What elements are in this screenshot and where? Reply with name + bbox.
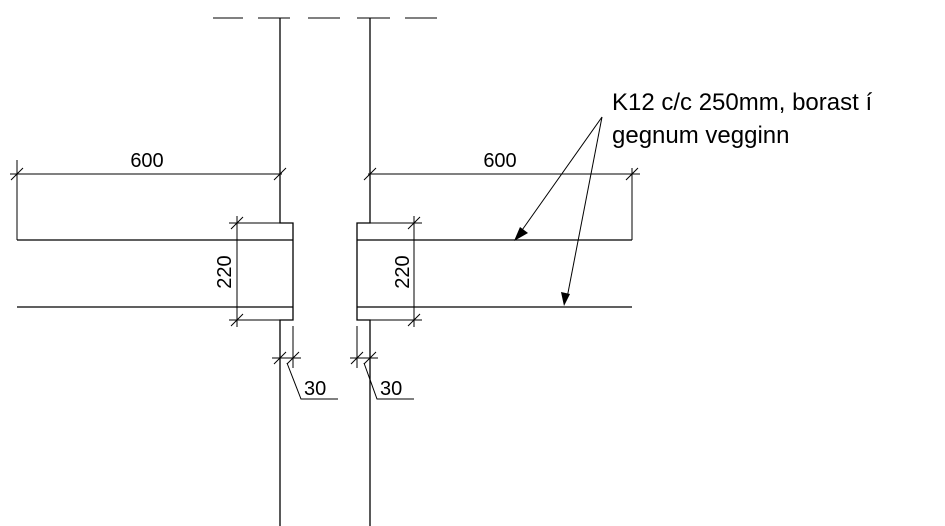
arrowhead-lower — [561, 292, 570, 306]
dimension-left-offset-label: 30 — [304, 378, 326, 400]
leader-line-upper — [519, 116, 603, 234]
note-line-1: K12 c/c 250mm, borast í — [612, 89, 872, 116]
slab-lines — [17, 239, 632, 308]
dimension-left-width-label: 600 — [130, 150, 163, 172]
dimension-left-220: 220 — [214, 216, 280, 327]
leader-line-lower — [566, 116, 603, 299]
arrowhead-upper — [514, 227, 528, 241]
reinforcement-note: K12 c/c 250mm, borast í gegnum vegginn — [612, 89, 872, 149]
dimension-right-600: 600 — [363, 150, 640, 240]
dimension-right-height-label: 220 — [392, 255, 414, 288]
dimension-left-30: 30 — [272, 326, 338, 400]
leader-arrows — [514, 116, 603, 306]
note-line-2: gegnum vegginn — [612, 122, 789, 149]
wall-outline — [279, 18, 371, 526]
dimension-left-600: 600 — [10, 150, 287, 240]
dimension-right-30: 30 — [350, 326, 414, 400]
dimension-left-height-label: 220 — [214, 255, 236, 288]
dimension-right-width-label: 600 — [483, 150, 516, 172]
dimension-right-offset-label: 30 — [380, 378, 402, 400]
dimension-right-220: 220 — [370, 216, 422, 327]
